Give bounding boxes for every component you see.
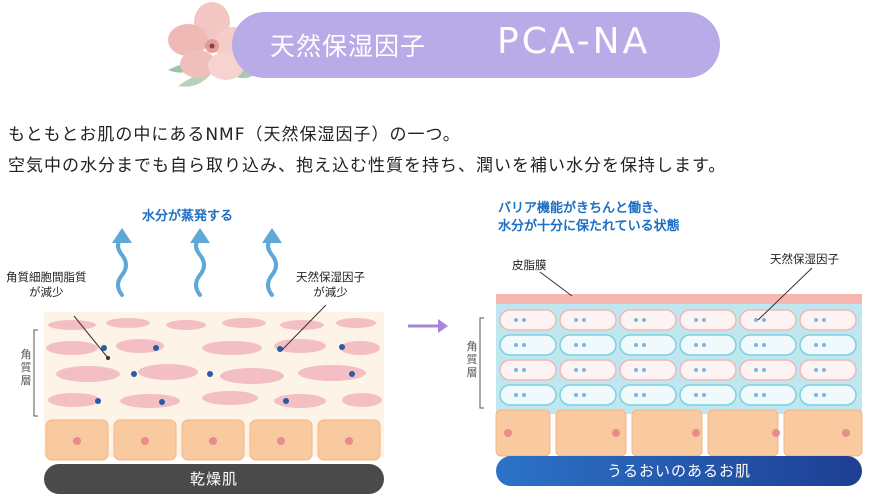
nmf-label-line1: 天然保湿因子 bbox=[296, 270, 365, 284]
stratum-corneum-label-right: 角質層 bbox=[466, 340, 478, 379]
title-english: PCA-NA bbox=[497, 21, 651, 62]
nmf-label: 天然保湿因子 が減少 bbox=[296, 270, 365, 300]
moist-skin-label: うるおいのあるお肌 bbox=[496, 456, 862, 486]
dry-skin-illustration bbox=[33, 228, 384, 461]
moist-skin-diagram: バリア機能がきちんと働き、 水分が十分に保たれている状態 bbox=[400, 190, 875, 502]
barrier-headline-line1: バリア機能がきちんと働き、 bbox=[498, 201, 667, 216]
flower-icon bbox=[168, 2, 256, 87]
stratum-corneum-label: 角質層 bbox=[20, 348, 32, 387]
lipid-label-line2: が減少 bbox=[29, 285, 64, 299]
dry-skin-diagram: 水分が蒸発する bbox=[0, 198, 400, 502]
transition-arrow-icon bbox=[408, 319, 448, 333]
nmf-label-right: 天然保湿因子 bbox=[770, 252, 839, 266]
sebum-label: 皮脂膜 bbox=[512, 258, 547, 272]
evaporation-arrow-icon bbox=[266, 236, 278, 297]
barrier-headline-line2: 水分が十分に保たれている状態 bbox=[498, 219, 680, 234]
moist-skin-illustration bbox=[479, 267, 863, 457]
evaporation-arrow-icon bbox=[194, 236, 206, 297]
lipid-label-line1: 角質細胞間脂質 bbox=[6, 270, 87, 284]
title-banner: 天然保湿因子 PCA-NA bbox=[232, 12, 720, 78]
dry-skin-label: 乾燥肌 bbox=[44, 464, 384, 494]
title-japanese: 天然保湿因子 bbox=[270, 32, 427, 61]
evaporation-arrow-icon bbox=[116, 236, 128, 297]
evaporation-label: 水分が蒸発する bbox=[142, 209, 234, 224]
intro-line-2: 空気中の水分までも自ら取り込み、抱え込む性質を持ち、潤いを補い水分を保持します。 bbox=[8, 156, 727, 176]
lipid-label: 角質細胞間脂質 が減少 bbox=[6, 270, 87, 300]
nmf-label-line2: が減少 bbox=[313, 285, 348, 299]
intro-line-1: もともとお肌の中にあるNMF（天然保湿因子）の一つ。 bbox=[8, 125, 461, 145]
